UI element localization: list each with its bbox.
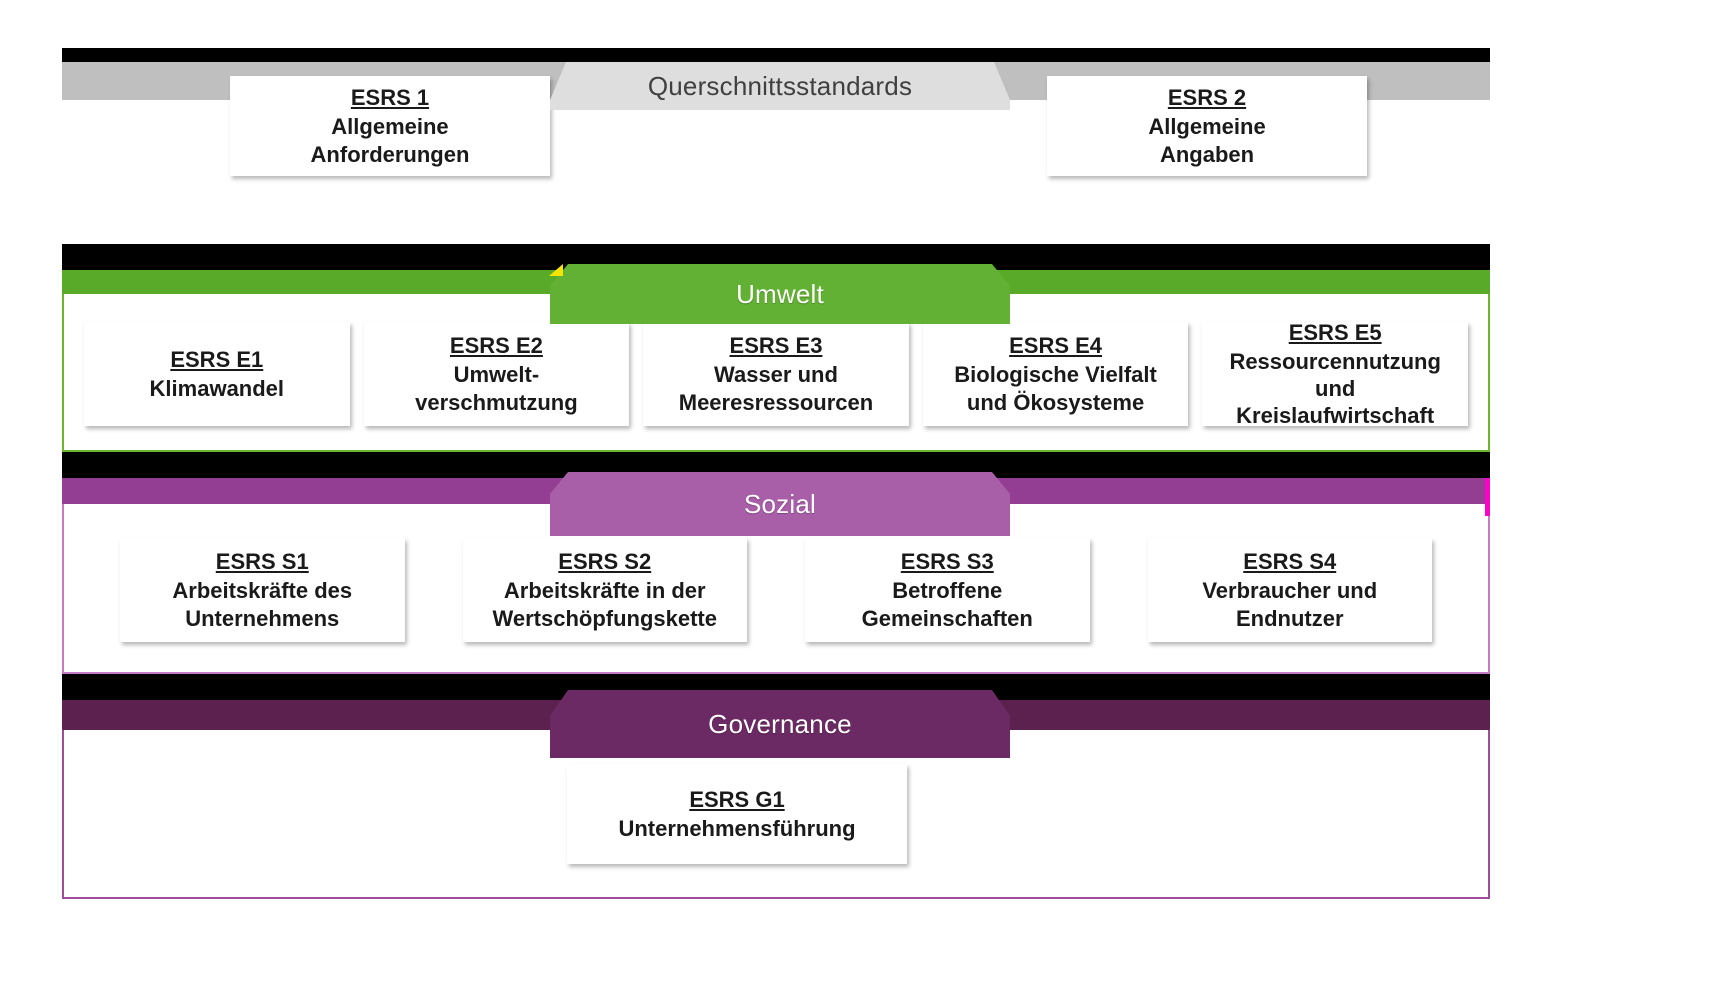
card-esrs-g1[interactable]: ESRS G1 Unternehmensführung bbox=[567, 764, 907, 864]
card-code: ESRS E4 bbox=[1009, 333, 1103, 359]
card-description: Biologische Vielfalt und Ökosysteme bbox=[954, 362, 1157, 415]
soc-banner-tab: Sozial bbox=[550, 472, 1010, 536]
section-sozial: Sozial ESRS S1 Arbeitskräfte des Unterne… bbox=[62, 464, 1490, 674]
card-description: Arbeitskräfte des Unternehmens bbox=[172, 578, 353, 631]
soc-edge-artifact bbox=[1485, 478, 1490, 516]
gov-card-row: ESRS G1 Unternehmensführung bbox=[62, 764, 1490, 864]
card-code: ESRS S1 bbox=[215, 549, 309, 575]
section-governance: Governance ESRS G1 Unternehmensführung bbox=[62, 686, 1490, 899]
card-esrs-e4[interactable]: ESRS E4 Biologische Vielfalt und Ökosyst… bbox=[922, 322, 1189, 426]
card-description: Ressourcennutzung und Kreislaufwirtschaf… bbox=[1229, 348, 1441, 429]
card-esrs-e2[interactable]: ESRS E2 Umwelt- verschmutzung bbox=[363, 322, 630, 426]
card-esrs-s1[interactable]: ESRS S1 Arbeitskräfte des Unternehmens bbox=[120, 538, 405, 642]
card-description: Arbeitskräfte in der Wertschöpfungskette bbox=[492, 578, 717, 631]
soc-card-row: ESRS S1 Arbeitskräfte des Unternehmens E… bbox=[62, 538, 1490, 642]
card-code: ESRS 2 bbox=[1167, 85, 1247, 111]
card-code: ESRS G1 bbox=[689, 786, 785, 812]
section-querschnittsstandards: Querschnittsstandards ESRS 1 Allgemeine … bbox=[62, 48, 1490, 244]
card-description: Verbraucher und Endnutzer bbox=[1202, 578, 1378, 631]
card-esrs-1[interactable]: ESRS 1 Allgemeine Anforderungen bbox=[230, 76, 550, 176]
card-code: ESRS E5 bbox=[1288, 319, 1382, 345]
card-description: Allgemeine Anforderungen bbox=[310, 114, 470, 167]
card-esrs-e5[interactable]: ESRS E5 Ressourcennutzung und Kreislaufw… bbox=[1202, 319, 1468, 429]
card-esrs-2[interactable]: ESRS 2 Allgemeine Angaben bbox=[1047, 76, 1367, 176]
card-description: Wasser und Meeresressourcen bbox=[678, 362, 874, 415]
card-description: Betroffene Gemeinschaften bbox=[861, 578, 1033, 631]
env-banner-label: Umwelt bbox=[736, 278, 824, 309]
card-description: Unternehmensführung bbox=[618, 816, 856, 841]
card-description: Umwelt- verschmutzung bbox=[415, 362, 578, 415]
card-esrs-e1[interactable]: ESRS E1 Klimawandel bbox=[84, 322, 350, 426]
card-esrs-s2[interactable]: ESRS S2 Arbeitskräfte in der Wertschöpfu… bbox=[462, 538, 747, 642]
cross-card-row: ESRS 1 Allgemeine Anforderungen ESRS 2 A… bbox=[62, 76, 1490, 176]
card-code: ESRS E1 bbox=[170, 346, 264, 372]
card-code: ESRS E3 bbox=[729, 333, 823, 359]
card-esrs-e3[interactable]: ESRS E3 Wasser und Meeresressourcen bbox=[643, 322, 909, 426]
env-banner-tab: Umwelt bbox=[550, 264, 1010, 324]
card-description: Allgemeine Angaben bbox=[1148, 114, 1266, 167]
gov-banner-tab: Governance bbox=[550, 690, 1010, 758]
card-code: ESRS S4 bbox=[1243, 549, 1337, 575]
cross-banner-tab: Querschnittsstandards bbox=[550, 62, 1010, 110]
cross-banner-label: Querschnittsstandards bbox=[647, 70, 913, 101]
card-description: Klimawandel bbox=[149, 376, 285, 401]
gov-banner-label: Governance bbox=[708, 708, 852, 739]
card-code: ESRS 1 bbox=[350, 85, 430, 111]
card-code: ESRS S3 bbox=[900, 549, 994, 575]
card-esrs-s4[interactable]: ESRS S4 Verbraucher und Endnutzer bbox=[1147, 538, 1432, 642]
card-esrs-s3[interactable]: ESRS S3 Betroffene Gemeinschaften bbox=[805, 538, 1090, 642]
card-code: ESRS S2 bbox=[558, 549, 652, 575]
env-card-row: ESRS E1 Klimawandel ESRS E2 Umwelt- vers… bbox=[62, 319, 1490, 429]
card-code: ESRS E2 bbox=[449, 333, 543, 359]
section-umwelt: Umwelt ESRS E1 Klimawandel ESRS E2 Umwel… bbox=[62, 256, 1490, 452]
soc-banner-label: Sozial bbox=[743, 488, 816, 519]
